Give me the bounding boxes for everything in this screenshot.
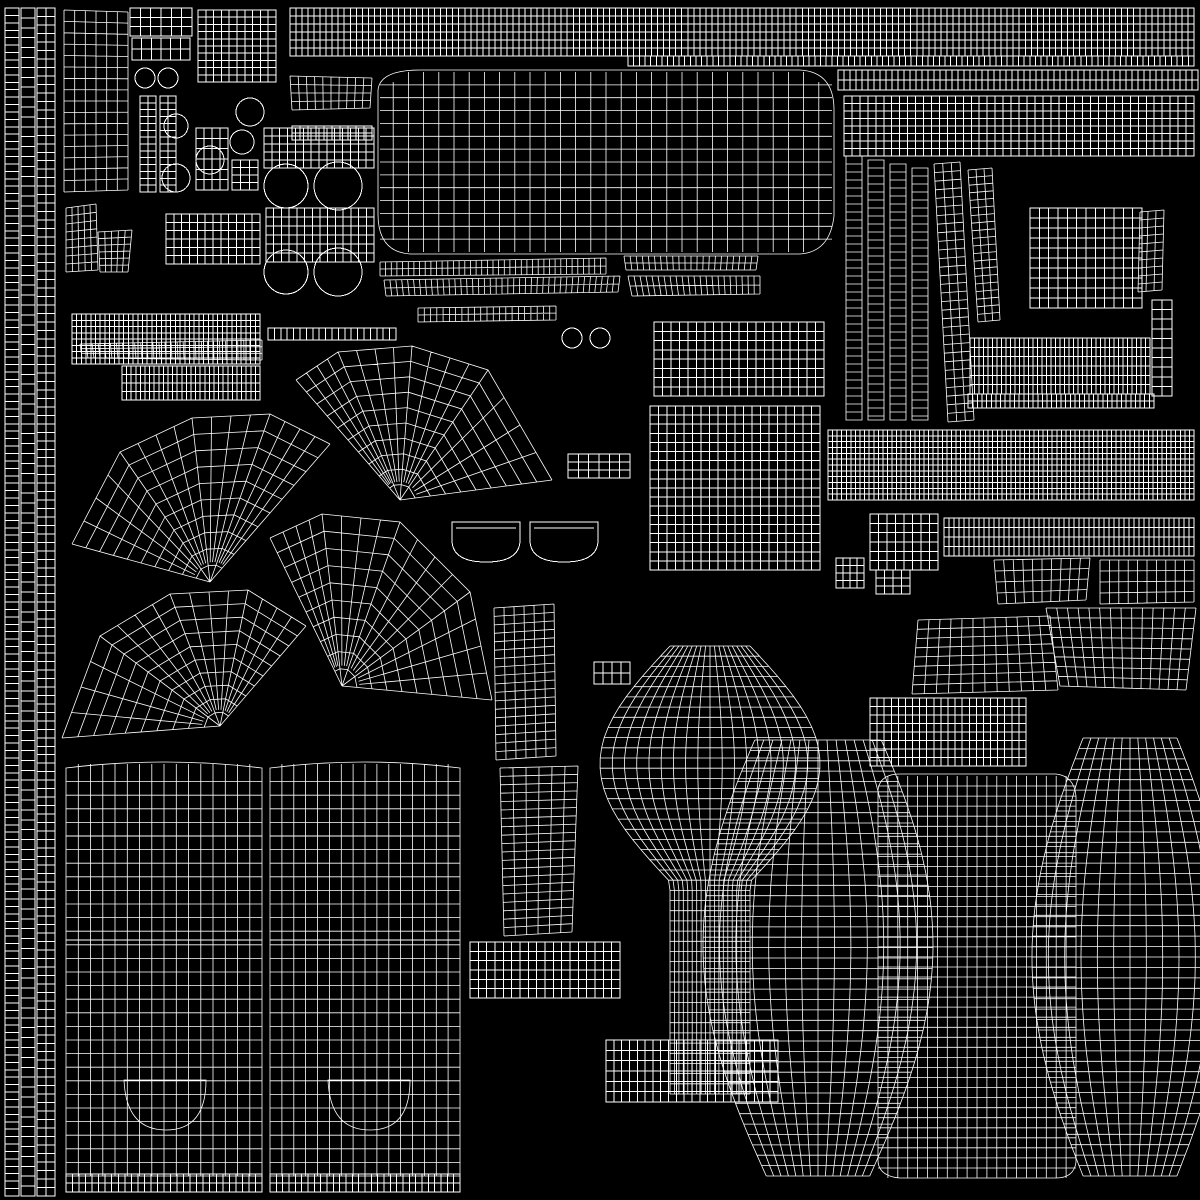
circle-e xyxy=(163,113,189,139)
island-right-post xyxy=(1151,299,1173,397)
island-bits-2 xyxy=(835,557,865,589)
island-strip-h xyxy=(469,941,621,999)
stripe-top-1 xyxy=(289,7,1195,57)
island-right-base xyxy=(969,337,1151,395)
seat-panel-2 xyxy=(269,761,461,1177)
cup-pair xyxy=(451,521,599,563)
island-grid-c xyxy=(195,127,229,191)
island-stripe-right xyxy=(943,517,1195,557)
piping-2 xyxy=(383,275,621,297)
island-stripes-wide xyxy=(827,429,1195,501)
island-shell-1 xyxy=(65,203,99,273)
stripe-top-2 xyxy=(627,55,1195,67)
island-top-cloth xyxy=(63,9,129,193)
island-center-b xyxy=(649,405,821,571)
circle-h xyxy=(263,163,309,209)
island-right-curl-3 xyxy=(1137,209,1165,293)
piping-1 xyxy=(379,257,607,277)
island-shell-2 xyxy=(97,229,133,273)
island-head-rest xyxy=(869,697,1027,767)
island-tiny xyxy=(593,661,631,685)
circle-j xyxy=(263,249,309,295)
backrest-2 xyxy=(702,739,934,1177)
circle-d xyxy=(229,129,255,155)
island-dense-b xyxy=(263,127,375,169)
island-center-c xyxy=(567,453,631,479)
island-plank-curve xyxy=(79,339,263,361)
island-right-curl-1 xyxy=(933,161,975,423)
island-center-a xyxy=(653,321,825,397)
island-cap-3 xyxy=(993,557,1091,605)
piping-3 xyxy=(623,255,759,271)
piping-4 xyxy=(627,275,761,297)
seat-cushion xyxy=(877,773,1077,1179)
island-right-strips xyxy=(845,155,929,421)
island-strip-v-1 xyxy=(493,603,557,761)
seat-strip-2 xyxy=(269,1173,461,1193)
island-bits-3 xyxy=(875,569,911,595)
fan-1 xyxy=(71,413,331,583)
island-bits xyxy=(869,513,939,571)
seat-panel-1 xyxy=(65,761,263,1177)
island-cap-4 xyxy=(1099,559,1195,605)
island-plank xyxy=(71,313,261,365)
backrest-1 xyxy=(599,645,821,1095)
fan-2 xyxy=(295,345,553,501)
island-parts-a xyxy=(165,213,261,265)
circle-g xyxy=(161,163,191,193)
island-ribbon xyxy=(139,95,157,193)
island-bar xyxy=(267,327,397,341)
island-small-grid-a xyxy=(129,7,193,37)
circle-i xyxy=(313,161,363,211)
island-plank-2 xyxy=(121,365,261,401)
wheel-b xyxy=(589,327,611,349)
island-right-base-2 xyxy=(967,393,1155,409)
strip-left-1 xyxy=(4,7,20,1197)
seat-strip-1 xyxy=(65,1173,263,1193)
wheel-a xyxy=(561,327,583,349)
strip-left-2 xyxy=(20,7,36,1197)
island-right-panel xyxy=(1029,207,1143,309)
island-mat-a xyxy=(289,75,373,111)
circle-b xyxy=(157,67,179,89)
island-cap-2 xyxy=(1045,607,1197,691)
island-cap-1 xyxy=(911,615,1059,695)
island-dense-a xyxy=(197,9,277,83)
island-grid-d xyxy=(231,159,259,191)
island-small-grid-b xyxy=(131,37,191,61)
circle-k xyxy=(313,247,363,297)
fan-4 xyxy=(269,513,493,701)
island-strip-v-2 xyxy=(499,765,579,937)
circle-a xyxy=(134,67,156,89)
cushion-top-large xyxy=(377,69,835,255)
circle-c xyxy=(235,97,265,127)
island-dense-c xyxy=(265,207,375,263)
island-right-header xyxy=(837,69,1199,91)
piping-5 xyxy=(417,305,557,323)
strip-left-3 xyxy=(36,7,56,1197)
fan-3 xyxy=(61,589,307,739)
island-mat-b xyxy=(291,125,373,141)
island-right-curl-2 xyxy=(967,167,1001,323)
island-right-dense xyxy=(843,95,1195,157)
